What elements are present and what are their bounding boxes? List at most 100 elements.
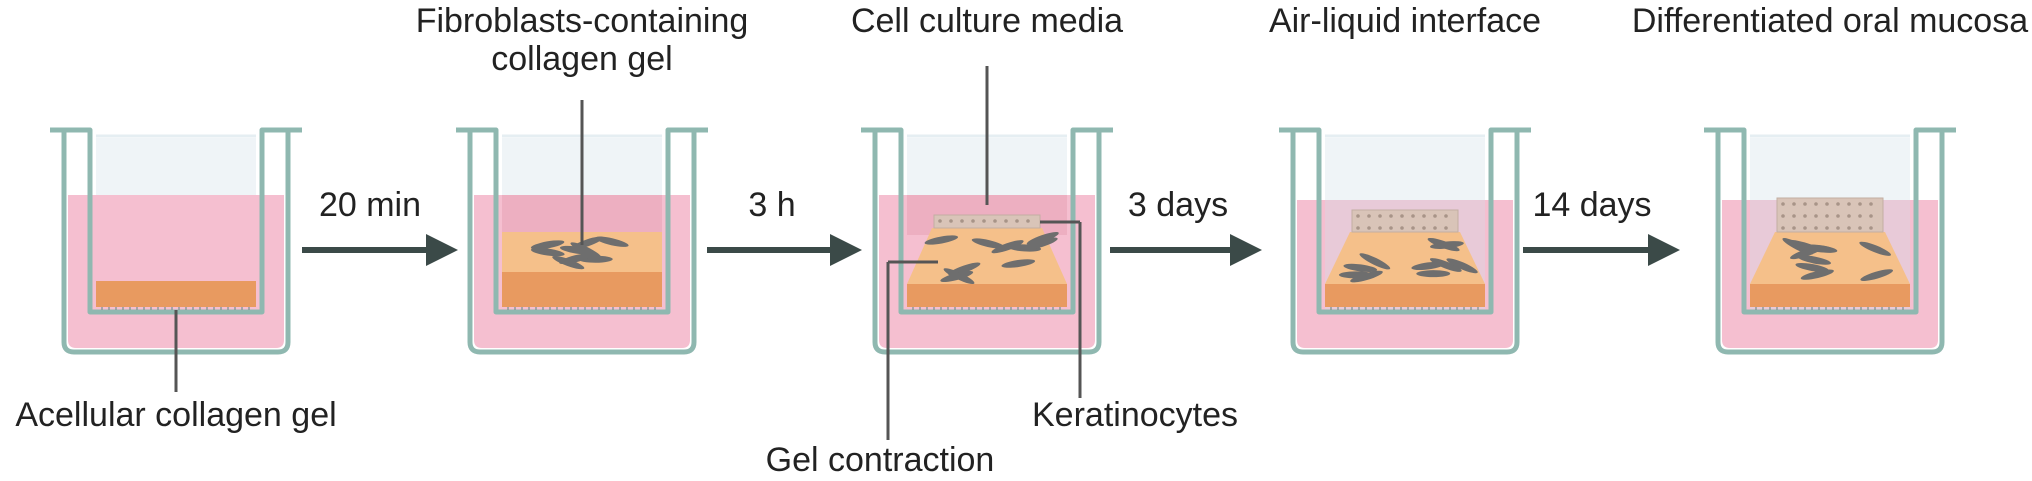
process-arrow-1 — [302, 234, 458, 266]
fibroblast-cell — [1427, 237, 1460, 252]
keratinocyte-nucleus — [1422, 226, 1426, 230]
culture-well-3 — [861, 127, 1113, 355]
fibroblast-cell — [1359, 253, 1391, 270]
keratinocyte-nucleus — [1444, 226, 1448, 230]
keratinocyte-nucleus — [1792, 226, 1796, 230]
keratinocyte-nucleus — [938, 219, 942, 223]
keratinocyte-nucleus — [1781, 214, 1785, 218]
keratinocyte-nucleus — [1814, 226, 1818, 230]
keratinocyte-nucleus — [1803, 202, 1807, 206]
keratinocyte-nucleus — [1781, 202, 1785, 206]
keratinocyte-nucleus — [1356, 226, 1360, 230]
process-arrow-4 — [1523, 234, 1680, 266]
keratinocyte-nucleus — [1792, 214, 1796, 218]
acellular-label: Acellular collagen gel — [15, 396, 337, 434]
keratinocyte-nucleus — [982, 219, 986, 223]
process-arrow-3 — [1110, 234, 1262, 266]
fibroblast-cell — [1001, 259, 1036, 268]
keratinocyte-nucleus — [1836, 214, 1840, 218]
keratinocyte-nucleus — [1836, 226, 1840, 230]
fibroblast-cell — [1429, 258, 1462, 272]
keratinocyte-nucleus — [1367, 226, 1371, 230]
keratinocyte-nucleus — [1869, 214, 1873, 218]
keratinocyte-nucleus — [1869, 202, 1873, 206]
insert-wall — [456, 127, 708, 315]
keratinocytes-label: Keratinocytes — [1032, 396, 1238, 434]
fibroblast-cell — [1795, 262, 1829, 273]
acellular-gel — [96, 281, 256, 307]
fibroblast-cell — [595, 236, 629, 247]
keratinocyte-nucleus — [1367, 214, 1371, 218]
keratinocyte-nucleus — [1389, 226, 1393, 230]
fibroblast-cell — [1411, 261, 1446, 271]
keratinocyte-nucleus — [1444, 214, 1448, 218]
fibroblast-cell — [1797, 255, 1832, 265]
fibroblast-cell — [1025, 237, 1058, 250]
keratinocyte-nucleus — [1400, 214, 1404, 218]
keratinocyte-nucleus — [971, 219, 975, 223]
fibroblast-cell — [559, 253, 593, 265]
contracted-gel — [1750, 232, 1910, 284]
insert-wall — [861, 127, 1113, 315]
keratinocyte-nucleus — [1792, 202, 1796, 206]
keratinocyte-nucleus — [1422, 214, 1426, 218]
step4-title: Air-liquid interface — [1268, 2, 1542, 40]
fibroblast-cell — [991, 240, 1024, 254]
keratinocyte-nucleus — [1389, 214, 1393, 218]
keratinocyte-nucleus — [1015, 219, 1019, 223]
keratinocyte-nucleus — [1847, 226, 1851, 230]
well-wall — [872, 130, 1102, 355]
acellular-gel — [1750, 284, 1910, 307]
fibroblast-cell — [530, 240, 565, 250]
keratinocyte-nucleus — [1803, 226, 1807, 230]
step3-title: Cell culture media — [850, 2, 1124, 40]
keratinocyte-nucleus — [1411, 214, 1415, 218]
culture-well-1 — [50, 127, 302, 355]
keratinocyte-nucleus — [1433, 214, 1437, 218]
step5-title: Differentiated oral mucosa — [1631, 2, 2029, 40]
fibroblast-cell — [1416, 270, 1451, 278]
step2-title-line1: Fibroblasts-containing — [415, 2, 749, 40]
fibroblast-cell — [1803, 244, 1838, 253]
insert-wall — [1279, 127, 1531, 315]
keratinocyte-nucleus — [1858, 202, 1862, 206]
fibroblast-cell — [1800, 269, 1834, 280]
gel-contraction-label: Gel contraction — [765, 441, 995, 479]
fibroblast-cell — [924, 235, 959, 245]
fibroblast-cell — [1446, 258, 1478, 274]
fibroblast-cell — [940, 270, 974, 283]
well-wall — [1715, 130, 1945, 355]
keratinocyte-nucleus — [1004, 219, 1008, 223]
keratinocyte-nucleus — [1433, 226, 1437, 230]
culture-well-2 — [456, 127, 708, 355]
keratinocyte-nucleus — [1781, 226, 1785, 230]
process-arrow-2 — [707, 234, 862, 266]
fibroblast-cell — [1026, 231, 1059, 246]
keratinocyte-nucleus — [1858, 226, 1862, 230]
keratinocyte-nucleus — [1847, 214, 1851, 218]
keratinocyte-nucleus — [1825, 226, 1829, 230]
fibroblast-cell — [570, 236, 604, 250]
keratinocyte-nucleus — [1026, 219, 1030, 223]
arrow-head — [1648, 234, 1680, 266]
keratinocyte-nucleus — [1847, 202, 1851, 206]
keratinocyte-nucleus — [1825, 214, 1829, 218]
well-wall — [1290, 130, 1520, 355]
arrow2-label: 3 h — [748, 186, 796, 224]
arrow-head — [830, 234, 862, 266]
keratinocyte-nucleus — [1400, 226, 1404, 230]
fibroblast-cell — [559, 245, 594, 255]
arrow-head — [426, 234, 458, 266]
keratinocyte-nucleus — [1825, 202, 1829, 206]
keratinocyte-nucleus — [1378, 226, 1382, 230]
arrow-head — [1230, 234, 1262, 266]
keratinocyte-nucleus — [1814, 214, 1818, 218]
step2-title-line2: collagen gel — [491, 40, 673, 78]
arrow4-label: 14 days — [1532, 186, 1652, 224]
keratinocyte-nucleus — [1378, 214, 1382, 218]
fibroblast-cell — [1859, 241, 1891, 256]
fibroblast-cell — [971, 238, 1005, 249]
keratinocyte-nucleus — [949, 219, 953, 223]
